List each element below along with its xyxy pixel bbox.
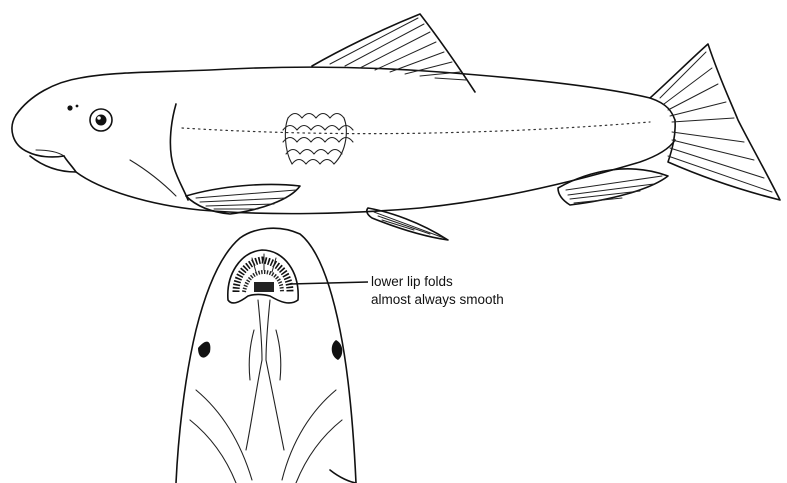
left-eye-icon — [198, 342, 210, 358]
annotation-line-2: almost always smooth — [371, 291, 504, 309]
gill-arcs — [190, 390, 342, 483]
fish-side-view — [12, 14, 780, 240]
fish-snout — [12, 115, 64, 157]
annotation-line-1: lower lip folds — [371, 273, 504, 291]
pelvic-fin-rays — [374, 212, 444, 238]
anal-fin-rays — [566, 176, 662, 203]
fish-body-outline — [16, 67, 675, 120]
annotation-label: lower lip folds almost always smooth — [371, 273, 504, 309]
anal-fin — [558, 169, 668, 205]
scale-patch — [283, 114, 353, 165]
lateral-line — [182, 122, 650, 134]
ventral-head-view — [176, 228, 356, 483]
isthmus-midline — [258, 300, 270, 360]
gill-cover — [170, 104, 188, 200]
nostril-icon — [67, 105, 72, 110]
annotation-leader-line — [290, 282, 368, 284]
fish-lower-jaw — [30, 156, 76, 172]
lower-lip-folds — [236, 254, 290, 292]
right-eye-icon — [332, 340, 343, 360]
dorsal-fin — [312, 14, 475, 92]
